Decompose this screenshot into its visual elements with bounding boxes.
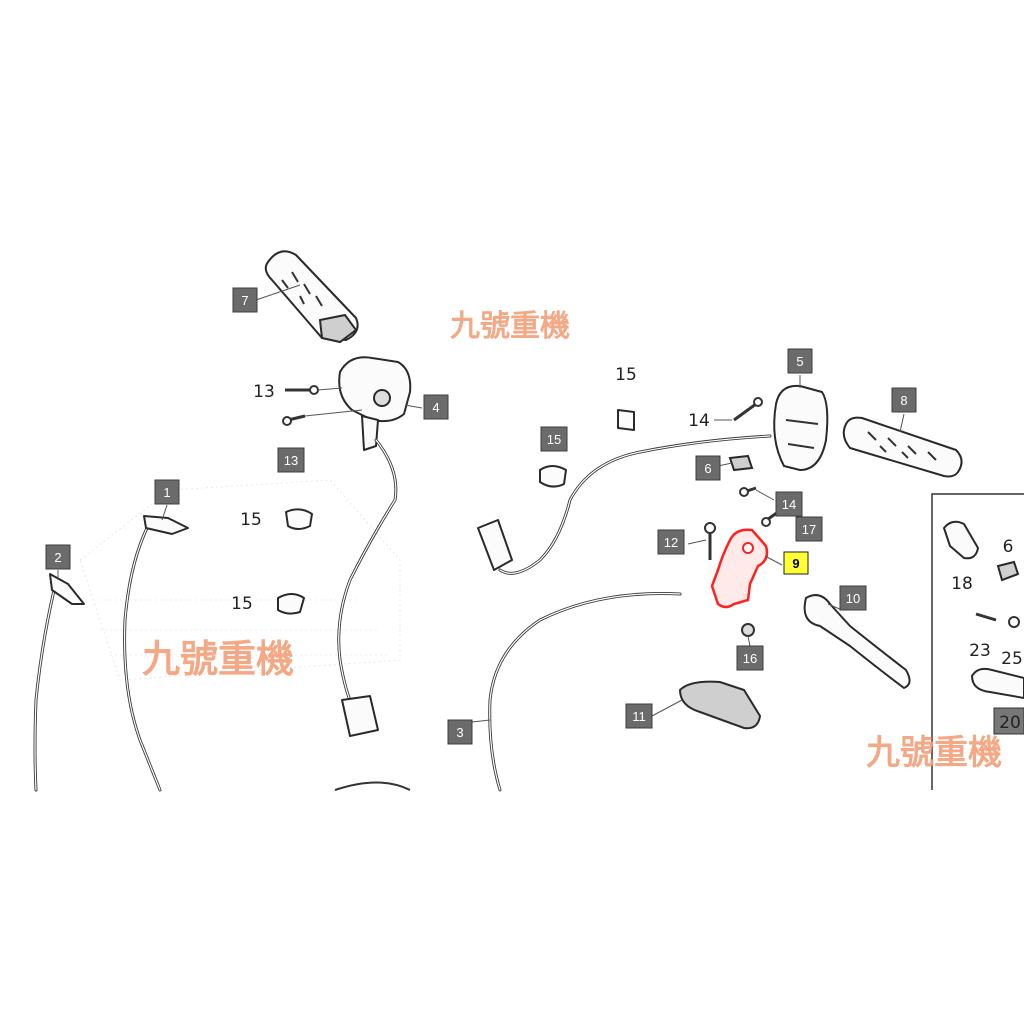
grip-left-part	[264, 250, 359, 344]
washer-16	[741, 623, 755, 637]
svg-text:6: 6	[704, 461, 711, 476]
tag-1: 1	[154, 479, 180, 505]
svg-text:15: 15	[547, 432, 561, 447]
background-shadow-drawing	[79, 479, 401, 681]
watermark-right: 九號重機	[866, 733, 1002, 773]
svg-text:5: 5	[796, 354, 803, 369]
label-13: 13	[253, 382, 275, 402]
tag-7: 7	[232, 287, 258, 313]
tag-8: 8	[891, 387, 917, 413]
clip-15-right	[539, 465, 567, 488]
svg-text:4: 4	[432, 400, 439, 415]
tag-3: 3	[447, 719, 473, 745]
screw-14-top	[733, 397, 763, 422]
watermark-left: 九號重機	[142, 637, 294, 681]
tag-4: 4	[423, 394, 449, 420]
clutch-cable-3	[488, 592, 682, 792]
lever-bracket-highlighted	[710, 528, 769, 609]
label-6-inset: 6	[1003, 537, 1014, 557]
left-harness-connector	[341, 695, 379, 737]
cable-1-end	[143, 515, 189, 535]
clip-15-small	[617, 409, 635, 431]
svg-text:17: 17	[802, 522, 816, 537]
label-25: 25	[1001, 649, 1023, 669]
lever-cover-11	[678, 680, 762, 730]
svg-text:8: 8	[900, 393, 907, 408]
right-harness-connector	[477, 519, 513, 571]
bolt-12	[704, 522, 716, 560]
label-23: 23	[969, 641, 991, 661]
cable-2-end	[49, 573, 85, 605]
leader-lines	[57, 284, 905, 723]
tag-5: 5	[787, 348, 813, 374]
throttle-cable-2	[33, 580, 58, 792]
svg-text:16: 16	[743, 651, 757, 666]
label-20: 20	[999, 713, 1021, 733]
label-15-b: 15	[231, 594, 253, 614]
svg-text:11: 11	[632, 709, 646, 724]
tag-10: 10	[839, 585, 867, 611]
tag-12: 12	[657, 529, 685, 555]
tag-17: 17	[795, 516, 823, 542]
tag-11: 11	[625, 703, 653, 729]
inset-panel	[931, 493, 1024, 790]
svg-text:2: 2	[54, 550, 61, 565]
svg-text:10: 10	[846, 591, 860, 606]
svg-text:1: 1	[163, 485, 170, 500]
tag-20-box	[993, 707, 1024, 735]
grip-right-part	[842, 416, 963, 478]
connector-6	[728, 454, 754, 472]
screw-13-bottom	[282, 414, 306, 426]
clamp-15-b	[277, 593, 305, 615]
label-15-a: 15	[240, 510, 262, 530]
label-18: 18	[951, 574, 973, 594]
svg-text:13: 13	[284, 453, 298, 468]
label-15-c: 15	[615, 365, 637, 385]
svg-text:12: 12	[664, 535, 678, 550]
tag-15: 15	[540, 426, 568, 452]
tag-2: 2	[45, 544, 71, 570]
screw-14-bottom	[739, 486, 757, 497]
left-switch-harness	[337, 438, 398, 707]
tag-6: 6	[695, 455, 721, 481]
screw-13-top	[285, 385, 319, 395]
watermark-top: 九號重機	[450, 309, 570, 344]
tag-13: 13	[277, 447, 305, 473]
right-switch-housing	[773, 384, 829, 471]
tag-14: 14	[775, 491, 803, 517]
svg-text:14: 14	[782, 497, 796, 512]
clamp-15-a	[285, 508, 313, 530]
left-switch-housing	[338, 356, 412, 451]
label-14: 14	[688, 411, 710, 431]
svg-text:7: 7	[241, 293, 248, 308]
svg-text:9: 9	[792, 556, 799, 571]
svg-text:3: 3	[456, 725, 463, 740]
tag-16: 16	[736, 645, 764, 671]
clutch-lever-10	[803, 594, 911, 689]
tag-9-highlighted: 9	[783, 551, 809, 575]
